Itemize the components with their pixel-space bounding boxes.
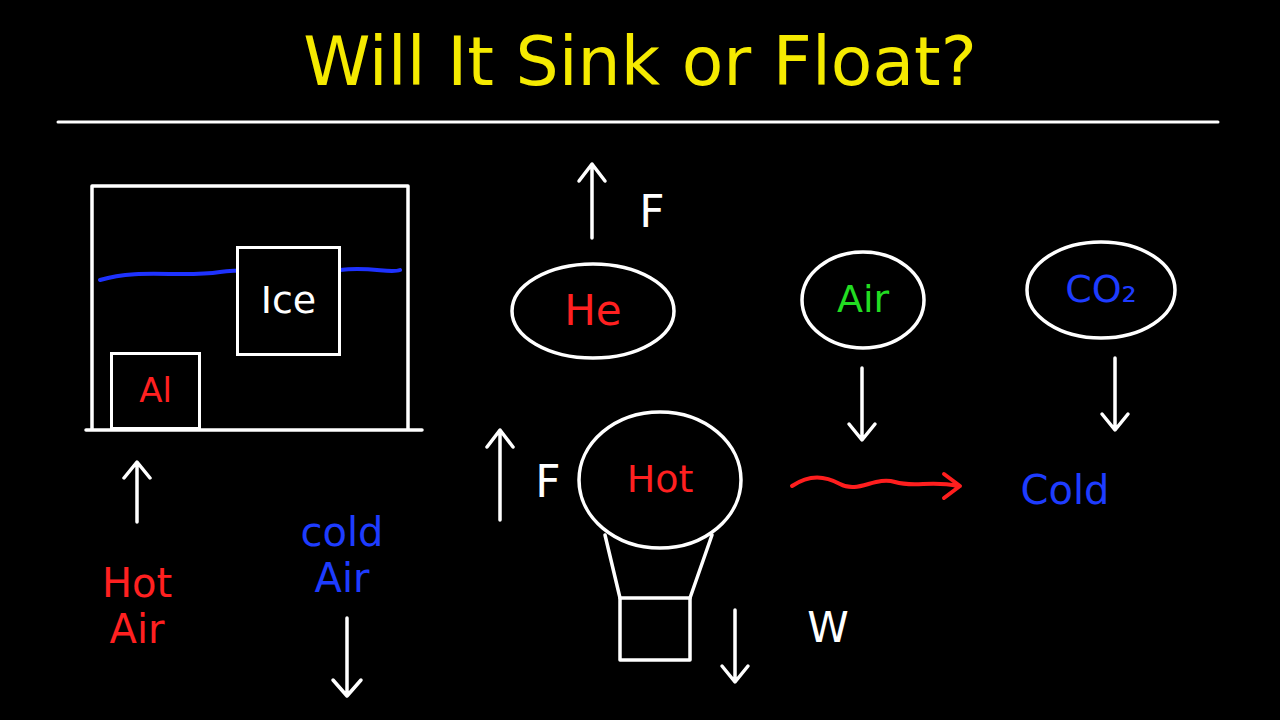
hot-air-label: Hot Air (87, 560, 187, 652)
basket (620, 598, 690, 660)
co2-balloon: CO₂ (1025, 240, 1177, 340)
node-label: Air (837, 279, 889, 321)
helium-balloon: He (510, 262, 676, 360)
node-label: CO₂ (1065, 269, 1137, 311)
up-arrow (124, 462, 150, 522)
node-label: He (564, 288, 621, 334)
hot-air-balloon: Hot (577, 410, 743, 550)
cold-air-label: cold Air (277, 509, 407, 601)
force-arrow (487, 430, 513, 520)
force-label: F (518, 457, 578, 508)
node-label: Hot (627, 459, 694, 501)
weight-label: W (793, 604, 863, 652)
cooling-arrow (792, 474, 960, 498)
aluminum-block: Al (110, 352, 201, 430)
cold-label: Cold (995, 467, 1135, 513)
ice-block: Ice (236, 246, 341, 356)
down-arrow (333, 618, 361, 696)
force-label: F (622, 187, 682, 238)
air-balloon: Air (800, 250, 926, 350)
weight-arrow (722, 610, 748, 682)
down-arrow (1102, 358, 1128, 430)
title: Will It Sink or Float? (303, 23, 977, 101)
tank (86, 186, 422, 430)
title-underline (58, 121, 1218, 124)
node-label: Al (139, 372, 172, 409)
balloon-outline (802, 252, 924, 348)
balloon-outline (512, 264, 674, 358)
balloon-outline (579, 412, 741, 548)
force-arrow (579, 164, 605, 238)
down-arrow (849, 368, 875, 440)
node-label: Ice (261, 280, 316, 322)
balloon-outline (1027, 242, 1175, 338)
